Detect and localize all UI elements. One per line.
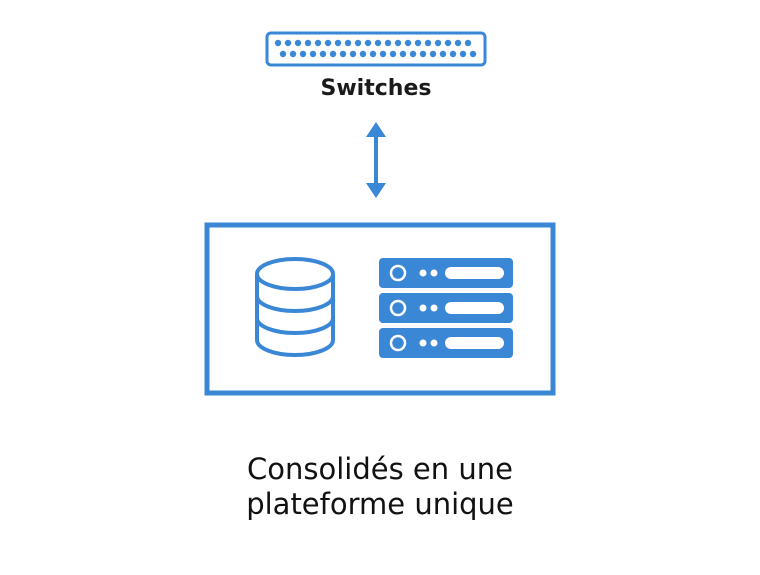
switch-port <box>274 39 282 47</box>
switch-port <box>359 50 367 58</box>
switch-port <box>389 50 397 58</box>
switch-port <box>424 39 432 47</box>
switch-port <box>409 50 417 58</box>
server-icon <box>379 328 513 358</box>
switch-port <box>399 50 407 58</box>
switch-port <box>454 39 462 47</box>
switch-port <box>369 50 377 58</box>
switch-port <box>339 50 347 58</box>
switch-port <box>299 50 307 58</box>
switch-port <box>444 39 452 47</box>
switch-port <box>434 39 442 47</box>
switch-port <box>319 50 327 58</box>
server-icon <box>379 293 513 323</box>
switch-port <box>329 50 337 58</box>
switch-port <box>349 50 357 58</box>
switch-port <box>379 50 387 58</box>
database-icon <box>255 257 335 357</box>
switch-port <box>429 50 437 58</box>
switch-port <box>289 50 297 58</box>
switch-port <box>309 50 317 58</box>
switch-port <box>404 39 412 47</box>
switch-port <box>459 50 467 58</box>
switch-port <box>304 39 312 47</box>
switch-port <box>374 39 382 47</box>
switch-port <box>294 39 302 47</box>
switches-label: Switches <box>320 76 432 101</box>
switch-port <box>284 39 292 47</box>
server-stack <box>379 258 513 358</box>
switch-port <box>464 39 472 47</box>
caption-line-2: plateforme unique <box>246 487 514 521</box>
switch-port <box>354 39 362 47</box>
switch-port <box>449 50 457 58</box>
switch-port <box>344 39 352 47</box>
switch-port <box>414 39 422 47</box>
platform-caption: Consolidés en une plateforme unique <box>0 452 760 522</box>
switch-port <box>334 39 342 47</box>
switch-port <box>324 39 332 47</box>
consolidated-platform-box <box>204 222 556 396</box>
switch-port <box>384 39 392 47</box>
server-icon <box>379 258 513 288</box>
switch-port <box>394 39 402 47</box>
switch-port <box>469 50 477 58</box>
switch-port <box>439 50 447 58</box>
switch-port <box>364 39 372 47</box>
bidirectional-arrow-icon <box>366 122 386 198</box>
switch-port <box>279 50 287 58</box>
switch-port <box>419 50 427 58</box>
switch-icon <box>265 31 487 67</box>
caption-line-1: Consolidés en une <box>247 452 513 486</box>
switch-port <box>314 39 322 47</box>
